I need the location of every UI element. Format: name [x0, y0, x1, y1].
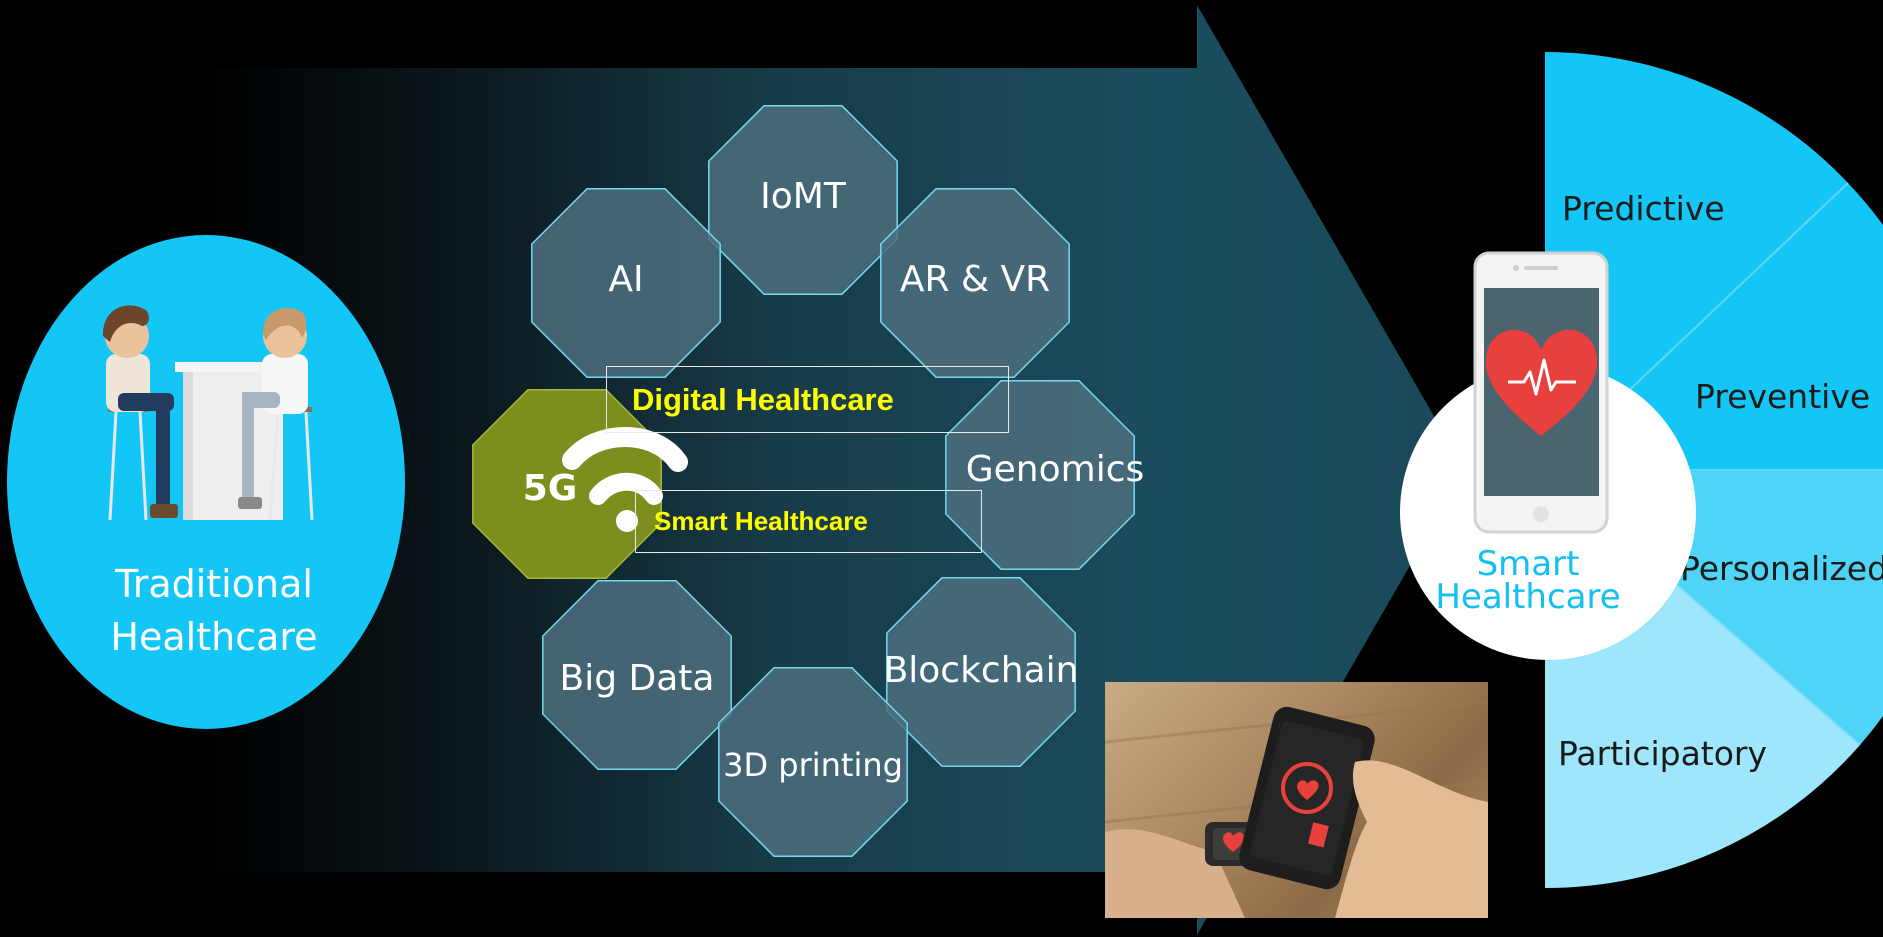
heart-pulse-icon: [1485, 329, 1598, 436]
octagon-ai: [531, 188, 721, 378]
octagon-iomt: [708, 105, 898, 295]
traditional-healthcare-label-line2: Healthcare: [110, 615, 317, 659]
octagon-blockchain: [886, 577, 1076, 767]
smart-healthcare-overlay-text: Smart Healthcare: [654, 506, 868, 536]
octagon-label-genomics: Genomics: [966, 449, 1145, 490]
digital-healthcare-label: Digital Healthcare: [606, 366, 1009, 433]
octagon-3dprinting: [718, 667, 908, 857]
p4-label-personalized: Personalized: [1680, 549, 1883, 588]
octagon-label-blockchain: Blockchain: [884, 650, 1079, 691]
smart-healthcare-label-line1: Smart: [1477, 544, 1580, 584]
p4-label-predictive: Predictive: [1562, 189, 1725, 228]
p4-segment-predictive: [1545, 52, 1848, 470]
octagon-arvr: [880, 188, 1070, 378]
traditional-healthcare-label-line1: Traditional: [114, 562, 313, 606]
octagon-label-5g: 5G: [523, 468, 578, 509]
digital-healthcare-text: Digital Healthcare: [632, 381, 894, 417]
octagon-label-iomt: IoMT: [760, 176, 847, 217]
octagon-genomics: [945, 380, 1135, 570]
p4-label-preventive: Preventive: [1695, 377, 1870, 416]
octagon-label-arvr: AR & VR: [900, 259, 1050, 300]
p4-label-participatory: Participatory: [1558, 734, 1767, 773]
smartwatch-photo: [1105, 682, 1488, 918]
octagon-label-3dprinting: 3D printing: [723, 746, 903, 784]
octagon-label-ai: AI: [608, 259, 643, 300]
octagon-bigdata: [542, 580, 732, 770]
octagon-label-bigdata: Big Data: [560, 658, 715, 699]
doctor-patient-icon: [102, 305, 314, 521]
smart-healthcare-overlay-label: Smart Healthcare: [635, 490, 982, 553]
smart-healthcare-label-line2: Healthcare: [1435, 577, 1620, 617]
wifi-icon: [562, 427, 688, 532]
